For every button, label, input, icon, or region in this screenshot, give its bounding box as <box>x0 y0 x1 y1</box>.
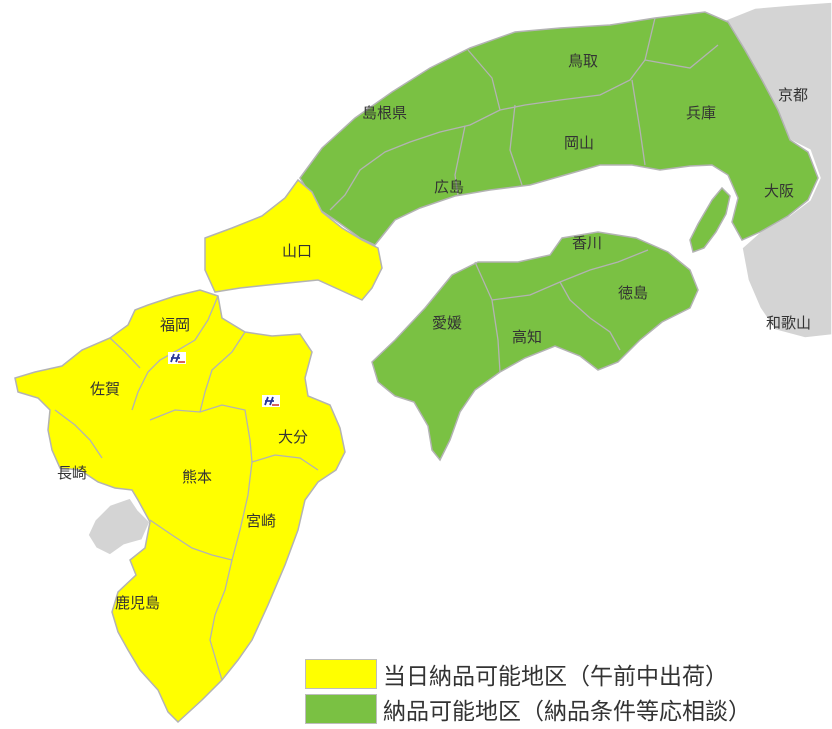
border-line <box>454 125 466 197</box>
label-saga: 佐賀 <box>90 380 120 398</box>
border-line <box>631 79 646 166</box>
office-mark-fukuoka <box>168 352 186 364</box>
border-line <box>559 281 621 351</box>
border-line <box>251 454 319 471</box>
region-nagasaki-island <box>87 497 151 556</box>
label-oita: 大分 <box>278 428 308 446</box>
border-line <box>209 559 233 681</box>
legend-label-same-day: 当日納品可能地区（午前中出荷） <box>383 664 728 690</box>
label-tokushima: 徳島 <box>618 284 648 302</box>
label-wakayama: 和歌山 <box>766 314 811 332</box>
label-tottori: 鳥取 <box>568 52 598 70</box>
office-mark-oita <box>262 395 280 407</box>
border-line <box>199 331 246 413</box>
region-chugoku <box>299 11 819 246</box>
label-ehime: 愛媛 <box>432 314 462 332</box>
region-shikoku <box>371 231 699 462</box>
legend-item-deliverable: 納品可能地区（納品条件等応相談） <box>305 693 751 725</box>
label-kochi: 高知 <box>512 328 542 346</box>
border-line <box>149 461 253 561</box>
label-kagawa: 香川 <box>572 234 602 252</box>
label-nagasaki: 長崎 <box>57 464 87 482</box>
map-legend: 当日納品可能地区（午前中出荷） 納品可能地区（納品条件等応相談） <box>305 655 832 727</box>
legend-label-deliverable: 納品可能地区（納品条件等応相談） <box>383 699 751 725</box>
label-kagoshima: 鹿児島 <box>115 594 160 612</box>
label-kumamoto: 熊本 <box>182 468 212 486</box>
label-osaka: 大阪 <box>764 182 794 200</box>
company-logo-glyph <box>264 396 274 406</box>
label-miyazaki: 宮崎 <box>246 512 276 530</box>
deliverable-regions <box>299 11 819 462</box>
border-line <box>509 104 523 186</box>
company-logo-glyph <box>170 353 180 363</box>
legend-swatch-deliverable <box>305 694 377 724</box>
legend-swatch-same-day <box>305 659 377 689</box>
label-hyogo: 兵庫 <box>686 104 716 122</box>
label-kyoto: 京都 <box>778 86 808 104</box>
label-yamaguchi: 山口 <box>282 242 312 260</box>
border-line <box>474 261 501 373</box>
same-day-regions <box>14 178 383 724</box>
border-line <box>329 49 501 211</box>
region-yamaguchi <box>204 178 383 301</box>
prefecture-labels: 鳥取 京都 島根県 兵庫 岡山 広島 大阪 山口 香川 徳島 愛媛 高知 和歌山… <box>57 52 811 612</box>
legend-item-same-day: 当日納品可能地区（午前中出荷） <box>305 658 728 690</box>
border-line <box>54 409 103 459</box>
border-line <box>491 249 649 301</box>
border-line <box>149 404 253 463</box>
border-line <box>109 337 141 369</box>
label-fukuoka: 福岡 <box>160 316 190 334</box>
border-line <box>644 44 719 69</box>
region-awaji <box>689 186 731 253</box>
label-okayama: 岡山 <box>564 134 594 152</box>
label-hiroshima: 広島 <box>434 178 464 196</box>
prefecture-borders <box>54 17 719 681</box>
label-shimane: 島根県 <box>362 104 407 122</box>
